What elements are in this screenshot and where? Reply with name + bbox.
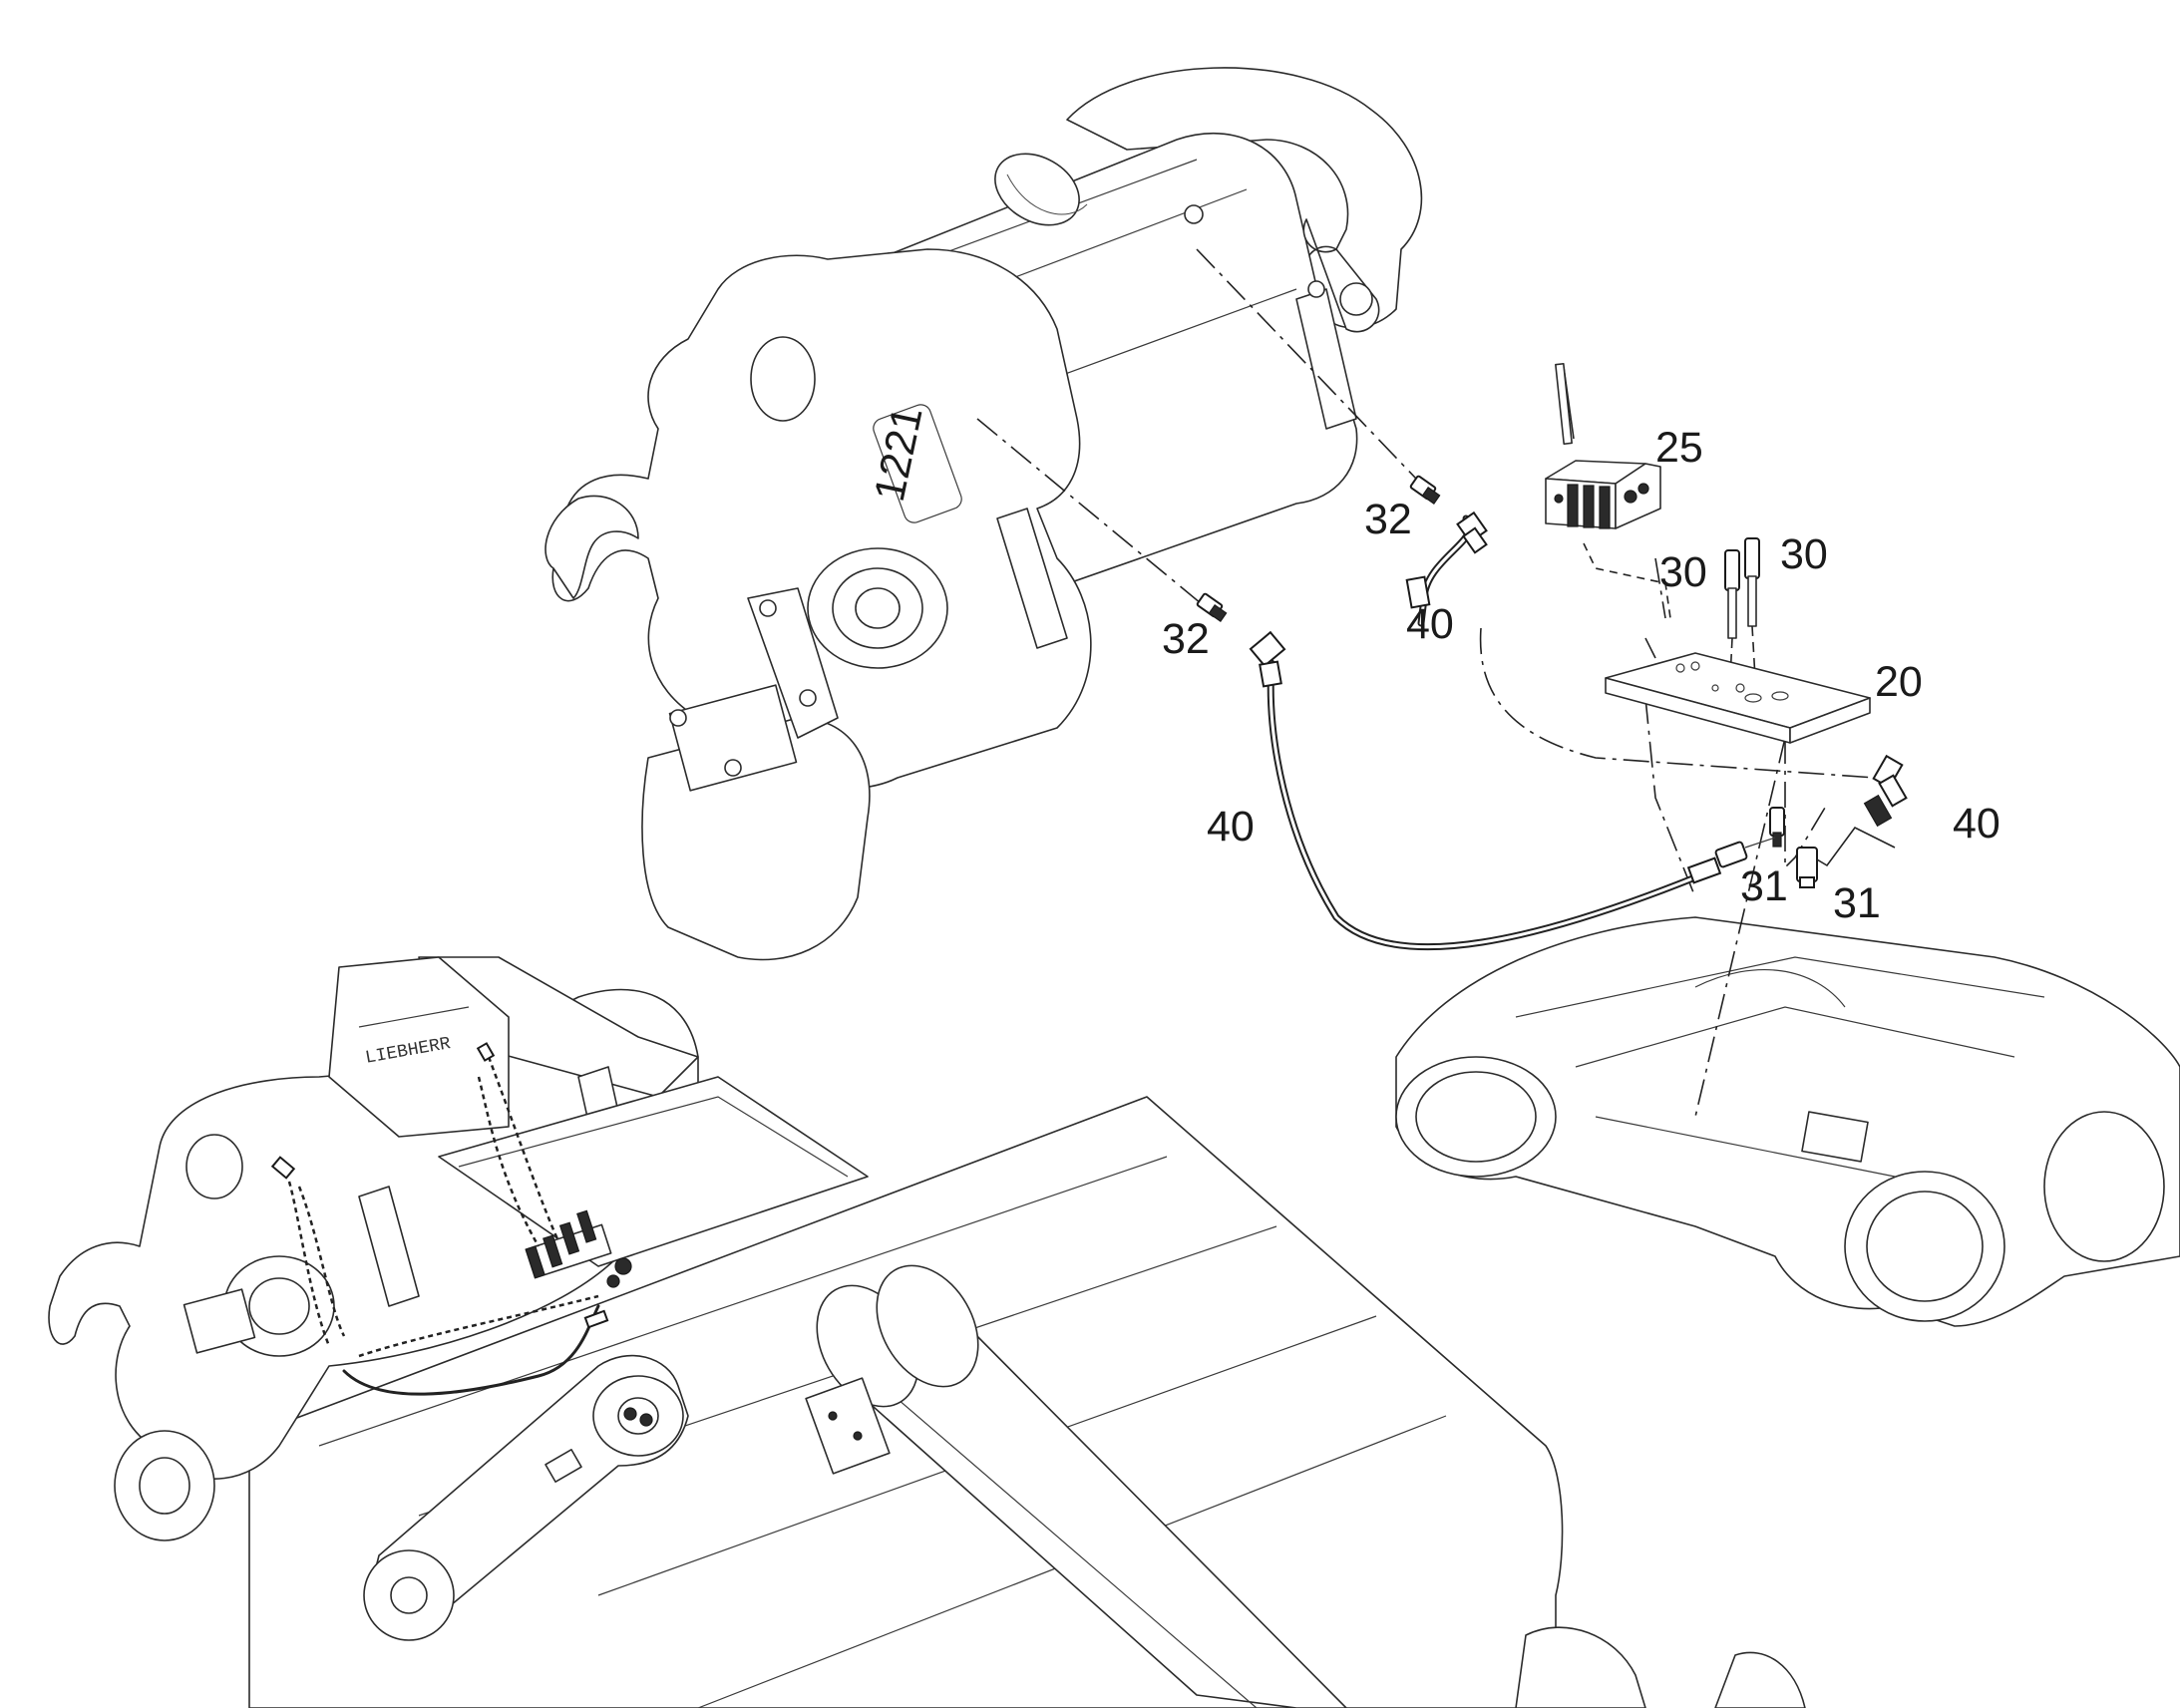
- elbow-31-right: [1796, 826, 1896, 888]
- callout-40-long: 40: [1207, 803, 1255, 851]
- callout-31-right: 31: [1833, 879, 1881, 927]
- callout-31-left: 31: [1740, 862, 1788, 910]
- adapter-32-upper: [1409, 475, 1441, 505]
- callout-25: 25: [1655, 424, 1703, 472]
- callout-30-left: 30: [1659, 548, 1707, 596]
- callout-40-right: 40: [1953, 800, 2000, 848]
- stick-end-housing: [1395, 916, 2180, 1327]
- hose-40-long: [1249, 630, 1722, 951]
- callout-32-upper: 32: [1364, 496, 1412, 543]
- distributor-block-25: [1545, 363, 1661, 529]
- mounting-plate-20: [1605, 652, 1871, 744]
- grease-nipples-30: [1724, 537, 1760, 679]
- quick-coupler-upper: 1221: [545, 67, 1423, 961]
- adapter-32-lower: [1196, 592, 1228, 622]
- hose-40-right: [1863, 754, 1908, 828]
- elbow-31-left: [1714, 807, 1785, 868]
- assembly-leader-lines: [976, 248, 1876, 1118]
- callout-40-upper: 40: [1406, 600, 1454, 648]
- callout-30-right: 30: [1780, 530, 1828, 578]
- assembled-lube-block: [525, 1209, 632, 1288]
- callout-32-lower: 32: [1162, 615, 1210, 663]
- callout-20: 20: [1875, 658, 1923, 706]
- assembled-view: LIEBHERR: [48, 956, 1806, 1708]
- hose-40-upper: [1405, 511, 1488, 627]
